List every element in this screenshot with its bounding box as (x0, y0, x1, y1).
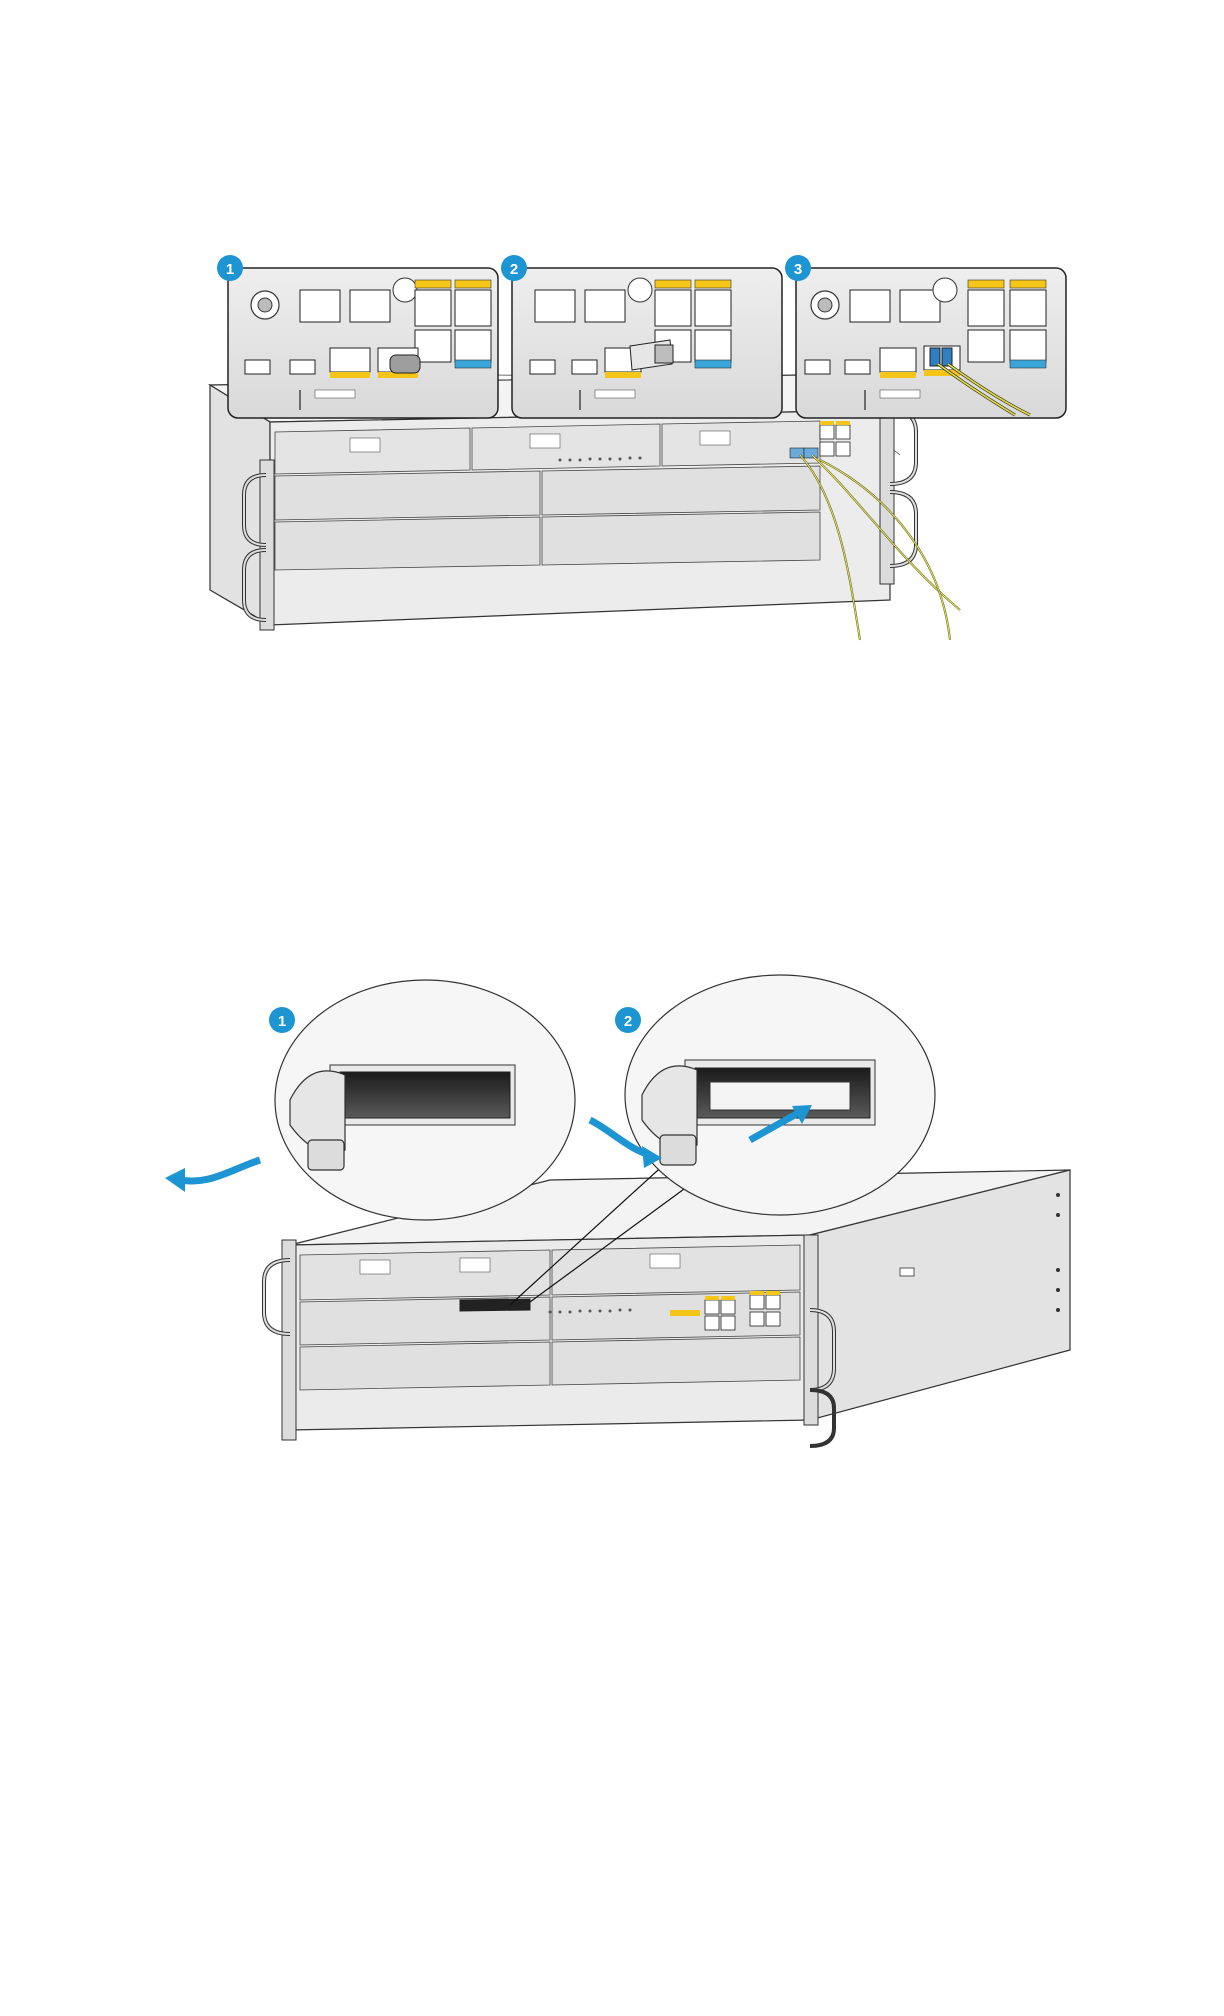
figure-filler-panel-drawing: 1 2 (210, 1010, 1090, 1450)
zoom-panel-step-1: 1 (217, 255, 498, 418)
step-number-2: 2 (624, 1013, 632, 1030)
rack-ear-right (880, 408, 916, 584)
step-number-2: 2 (510, 261, 518, 278)
usb-port-icon (245, 360, 270, 374)
sfp-dust-plug (390, 355, 420, 373)
figure-sfp-installation: 1 2 (200, 260, 1080, 670)
filler-panel (710, 1082, 850, 1110)
expansion-slot-opening (460, 1299, 530, 1311)
step-number-1: 1 (278, 1013, 286, 1030)
rj45-port-icon (300, 290, 340, 322)
lc-connector (930, 348, 940, 366)
curved-arrow-icon (180, 1160, 260, 1181)
zoom-panel-step-3: 3 (785, 255, 1066, 418)
rack-ear-left (264, 1240, 296, 1440)
figure-filler-panel-installation: 1 2 (210, 1010, 1090, 1450)
step-number-1: 1 (226, 261, 234, 278)
zoom-panel-step-2: 2 (501, 255, 782, 418)
step-number-3: 3 (794, 261, 802, 278)
figure-sfp-installation-drawing: 1 2 (200, 260, 1080, 670)
zoom-circle-step-1: 1 (165, 980, 575, 1220)
